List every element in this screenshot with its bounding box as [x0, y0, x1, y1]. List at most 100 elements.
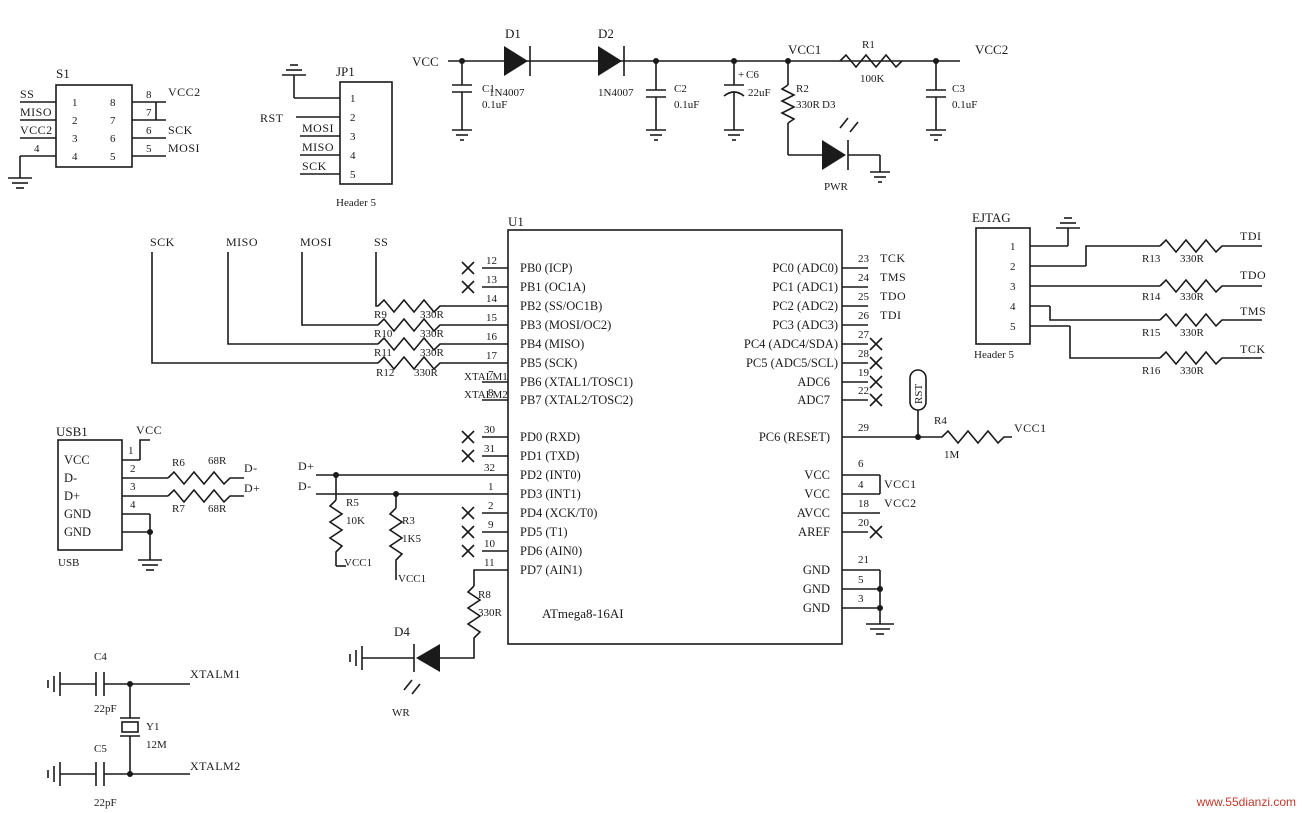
svg-text:330R: 330R	[1180, 253, 1205, 265]
svg-text:MOSI: MOSI	[302, 121, 334, 135]
svg-text:PD7 (AIN1): PD7 (AIN1)	[520, 563, 582, 577]
mcu-right-pins: PC0 (ADC0) PC1 (ADC1) PC2 (ADC2) PC3 (AD…	[744, 251, 918, 635]
capacitor-c6: + C6 22uF	[723, 58, 771, 141]
svg-text:SCK: SCK	[150, 235, 175, 249]
svg-text:1: 1	[72, 97, 78, 109]
svg-text:3: 3	[1010, 281, 1016, 293]
svg-text:TMS: TMS	[880, 270, 906, 284]
svg-text:AREF: AREF	[798, 525, 830, 539]
svg-text:ADC7: ADC7	[797, 393, 830, 407]
svg-text:RST: RST	[913, 384, 925, 404]
svg-text:2: 2	[1010, 261, 1016, 273]
svg-text:22: 22	[858, 385, 869, 397]
svg-text:SS: SS	[374, 235, 388, 249]
svg-text:330R: 330R	[414, 367, 439, 379]
svg-text:12M: 12M	[146, 739, 167, 751]
svg-text:2: 2	[72, 115, 78, 127]
usb-data-lines: D+ D- R5 10K VCC1 R3 1K5 VCC1	[298, 459, 482, 585]
svg-text:MOSI: MOSI	[300, 235, 332, 249]
svg-text:XTALM2: XTALM2	[190, 759, 241, 773]
svg-text:R12: R12	[376, 367, 394, 379]
svg-text:25: 25	[858, 291, 870, 303]
svg-text:8: 8	[110, 97, 116, 109]
svg-text:2: 2	[350, 112, 356, 124]
svg-text:Header 5: Header 5	[336, 197, 377, 209]
svg-text:R6: R6	[172, 457, 185, 469]
svg-text:GND: GND	[64, 507, 91, 521]
svg-text:12: 12	[486, 255, 497, 267]
svg-text:28: 28	[858, 348, 870, 360]
capacitor-c2: C2 0.1uF	[646, 58, 699, 141]
svg-text:22uF: 22uF	[748, 87, 771, 99]
power-supply-section: VCC D1 1N4007 D2 1N4007 C1 0.1uF	[412, 26, 1008, 193]
svg-text:24: 24	[858, 272, 870, 284]
svg-text:SCK: SCK	[168, 123, 193, 137]
svg-text:PD0 (RXD): PD0 (RXD)	[520, 430, 580, 444]
svg-text:27: 27	[858, 329, 870, 341]
svg-text:VCC: VCC	[804, 468, 830, 482]
crystal-circuit: C4 22pF XTALM1 Y1 12M C5 22pF XTALM2	[47, 651, 241, 809]
svg-text:PC5 (ADC5/SCL): PC5 (ADC5/SCL)	[746, 356, 838, 370]
svg-text:PC6 (RESET): PC6 (RESET)	[759, 430, 830, 444]
svg-text:PD4 (XCK/T0): PD4 (XCK/T0)	[520, 506, 597, 520]
svg-text:C1: C1	[482, 83, 495, 95]
svg-text:5: 5	[350, 169, 356, 181]
vcc-input-label: VCC	[412, 54, 439, 69]
svg-text:5: 5	[110, 151, 116, 163]
svg-text:1: 1	[128, 445, 134, 457]
svg-text:3: 3	[130, 481, 136, 493]
isp-net-lines: SCK MISO MOSI SS R9 330R R10 330R R11 33…	[150, 235, 508, 401]
diode-d2: D2 1N4007	[598, 26, 634, 99]
svg-text:C3: C3	[952, 83, 965, 95]
svg-text:1: 1	[350, 93, 356, 105]
svg-text:17: 17	[486, 350, 498, 362]
svg-text:8: 8	[146, 89, 152, 101]
svg-text:R1: R1	[862, 39, 875, 51]
svg-text:TDI: TDI	[880, 308, 902, 322]
watermark: www.55dianzi.com	[1196, 795, 1296, 809]
svg-text:EJTAG: EJTAG	[972, 210, 1011, 225]
svg-text:R16: R16	[1142, 365, 1161, 377]
wr-led-branch: R8 330R D4 WR	[349, 569, 503, 719]
svg-text:TDO: TDO	[1240, 268, 1266, 282]
svg-text:9: 9	[488, 519, 494, 531]
svg-text:R2: R2	[796, 83, 809, 95]
svg-text:330R: 330R	[1180, 365, 1205, 377]
svg-text:R5: R5	[346, 497, 359, 509]
svg-text:C5: C5	[94, 743, 107, 755]
svg-text:20: 20	[858, 517, 870, 529]
svg-text:18: 18	[858, 498, 870, 510]
svg-text:C6: C6	[746, 69, 759, 81]
svg-text:PC0 (ADC0): PC0 (ADC0)	[772, 261, 838, 275]
svg-text:4: 4	[1010, 301, 1016, 313]
svg-text:330R: 330R	[420, 309, 445, 321]
svg-text:PWR: PWR	[824, 181, 849, 193]
s1-connector: S1 1 2 3 4 8 7 6 5 SS MISO VCC2 4 8 7 6 …	[8, 66, 200, 189]
svg-text:2: 2	[130, 463, 136, 475]
svg-text:6: 6	[858, 458, 864, 470]
resistor-r1: R1 100K	[839, 39, 903, 85]
svg-text:PB6 (XTAL1/TOSC1): PB6 (XTAL1/TOSC1)	[520, 375, 633, 389]
svg-text:23: 23	[858, 253, 870, 265]
svg-text:C4: C4	[94, 651, 107, 663]
svg-text:MISO: MISO	[20, 105, 52, 119]
svg-text:7: 7	[488, 369, 494, 381]
svg-text:32: 32	[484, 462, 495, 474]
svg-text:R13: R13	[1142, 253, 1161, 265]
svg-text:GND: GND	[803, 582, 830, 596]
svg-text:3: 3	[858, 593, 864, 605]
svg-text:TCK: TCK	[1240, 342, 1266, 356]
svg-text:0.1uF: 0.1uF	[674, 99, 699, 111]
svg-text:13: 13	[486, 274, 498, 286]
svg-text:29: 29	[858, 422, 870, 434]
svg-text:Header 5: Header 5	[974, 349, 1015, 361]
svg-text:USB1: USB1	[56, 424, 88, 439]
svg-text:7: 7	[110, 115, 116, 127]
svg-text:Y1: Y1	[146, 721, 159, 733]
svg-text:XTALM2: XTALM2	[464, 389, 508, 401]
svg-text:1N4007: 1N4007	[598, 87, 634, 99]
svg-text:30: 30	[484, 424, 496, 436]
svg-text:R7: R7	[172, 503, 185, 515]
svg-text:PB0 (ICP): PB0 (ICP)	[520, 261, 572, 275]
svg-text:16: 16	[486, 331, 498, 343]
